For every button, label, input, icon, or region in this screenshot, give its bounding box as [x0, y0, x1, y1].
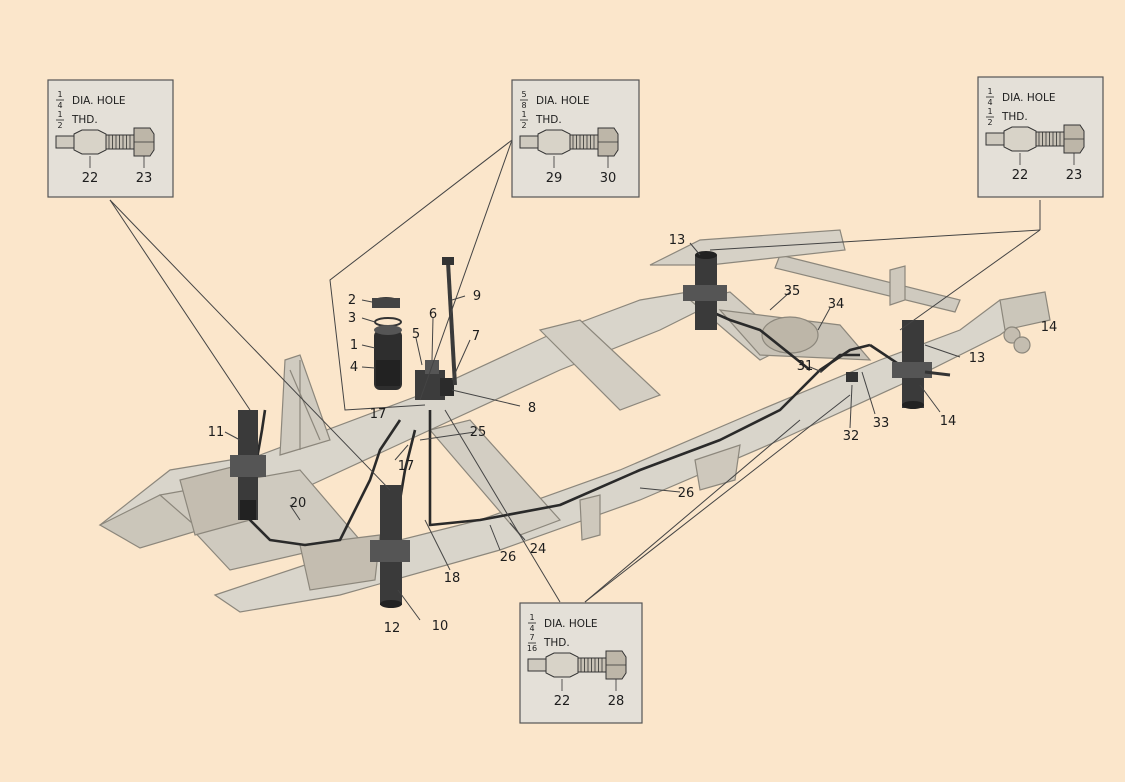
thread-fraction-numerator: 1 — [57, 110, 62, 119]
pump-body — [415, 360, 454, 400]
hole-size-label: DIA. HOLE — [536, 95, 590, 107]
callout-2: 2 — [348, 293, 356, 308]
hole-fraction-numerator: 1 — [987, 87, 992, 96]
union-fitting-drawing — [55, 127, 155, 168]
inset-center: 5 8 DIA. HOLE 1 2 THD. 29 30 — [511, 79, 640, 198]
callout-34: 34 — [828, 297, 845, 312]
callout-35: 35 — [784, 284, 801, 299]
components — [230, 251, 951, 608]
thread-fraction-numerator: 7 — [529, 633, 534, 642]
hole-fraction-denominator: 8 — [521, 101, 526, 110]
callout-10: 10 — [432, 619, 449, 634]
part-number-right: 28 — [608, 694, 625, 709]
callout-17b: 17 — [398, 459, 415, 474]
hole-fraction-numerator: 1 — [57, 90, 62, 99]
callout-32: 32 — [843, 429, 860, 444]
control-rod — [446, 261, 457, 386]
thread-label: THD. — [543, 637, 570, 649]
junction-block — [846, 372, 858, 382]
callout-17a: 17 — [370, 407, 387, 422]
union-fitting-drawing — [985, 124, 1085, 165]
thread-fraction-numerator: 1 — [987, 107, 992, 116]
callout-26a: 26 — [500, 550, 517, 565]
part-number-left: 22 — [82, 171, 99, 186]
callout-31: 31 — [797, 359, 814, 374]
callout-numbers: 1 2 3 4 5 6 7 8 9 10 11 12 13 13 14 14 1… — [208, 233, 1058, 636]
callout-3: 3 — [348, 311, 356, 326]
callout-7: 7 — [472, 329, 480, 344]
callout-14b: 14 — [1041, 320, 1058, 335]
rear-right-cylinder — [892, 320, 951, 409]
thread-fraction-denominator: 2 — [987, 118, 992, 127]
hole-fraction-numerator: 5 — [521, 90, 526, 99]
hole-fraction-denominator: 4 — [57, 101, 62, 110]
hole-fraction-denominator: 4 — [529, 624, 534, 633]
callout-25: 25 — [470, 425, 487, 440]
callout-1: 1 — [350, 338, 358, 353]
callout-14a: 14 — [940, 414, 957, 429]
callout-13a: 13 — [669, 233, 686, 248]
callout-8: 8 — [528, 401, 536, 416]
thread-label: THD. — [71, 114, 98, 126]
callout-9: 9 — [473, 289, 481, 304]
hole-size-label: DIA. HOLE — [544, 618, 598, 630]
callout-24: 24 — [530, 542, 547, 557]
oil-reservoir — [372, 297, 402, 390]
leader-lines — [109, 139, 1041, 621]
callout-6: 6 — [429, 307, 437, 322]
callout-11: 11 — [208, 425, 225, 440]
part-number-left: 22 — [1012, 168, 1029, 183]
thread-label: THD. — [535, 114, 562, 126]
callout-20: 20 — [290, 496, 307, 511]
part-number-right: 30 — [600, 171, 617, 186]
part-number-left: 22 — [554, 694, 571, 709]
front-right-cylinder — [370, 485, 410, 608]
part-number-left: 29 — [546, 171, 563, 186]
callout-12: 12 — [384, 621, 401, 636]
union-fitting-drawing — [519, 127, 619, 168]
hole-size-label: DIA. HOLE — [72, 95, 126, 107]
rear-left-cylinder — [683, 251, 727, 330]
part-number-right: 23 — [1066, 168, 1083, 183]
callout-13b: 13 — [969, 351, 986, 366]
thread-fraction-numerator: 1 — [521, 110, 526, 119]
front-left-cylinder — [230, 410, 266, 520]
callout-33: 33 — [873, 416, 890, 431]
callout-26b: 26 — [678, 486, 695, 501]
callout-18: 18 — [444, 571, 461, 586]
callout-4: 4 — [350, 360, 358, 375]
hole-fraction-numerator: 1 — [529, 613, 534, 622]
hole-size-label: DIA. HOLE — [1002, 92, 1056, 104]
callout-5: 5 — [412, 327, 420, 342]
thread-fraction-denominator: 2 — [521, 121, 526, 130]
thread-fraction-denominator: 16 — [527, 644, 537, 653]
part-number-right: 23 — [136, 171, 153, 186]
union-fitting-drawing — [527, 650, 627, 691]
thread-fraction-denominator: 2 — [57, 121, 62, 130]
hole-fraction-denominator: 4 — [987, 98, 992, 107]
inset-bottom: 1 4 DIA. HOLE 7 16 THD. 22 28 — [519, 602, 643, 724]
thread-label: THD. — [1001, 111, 1028, 123]
